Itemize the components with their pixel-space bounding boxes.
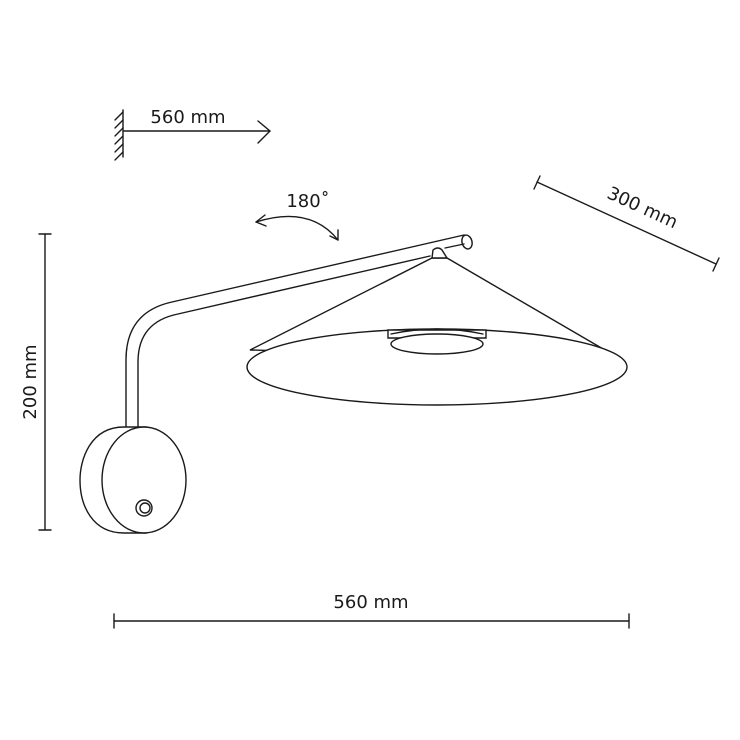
rotation-label: 180˚ bbox=[286, 191, 329, 212]
shade-diameter-label: 300 mm bbox=[604, 183, 681, 233]
lamp-arm bbox=[125, 234, 465, 429]
wall-mount-symbol bbox=[114, 109, 124, 161]
light-diffuser bbox=[390, 333, 484, 355]
shade-diameter-dimension bbox=[533, 175, 720, 272]
reach-arrow bbox=[123, 120, 271, 144]
wall-base-front bbox=[101, 426, 187, 534]
lamp-illustration bbox=[79, 234, 628, 534]
arm-end-cap bbox=[461, 234, 473, 250]
reach-label: 560 mm bbox=[150, 107, 225, 128]
rotation-arrow-icon bbox=[255, 214, 339, 241]
width-label: 560 mm bbox=[333, 592, 408, 613]
width-dimension bbox=[113, 613, 630, 629]
height-label: 200 mm bbox=[20, 344, 41, 419]
height-dimension bbox=[38, 233, 52, 531]
